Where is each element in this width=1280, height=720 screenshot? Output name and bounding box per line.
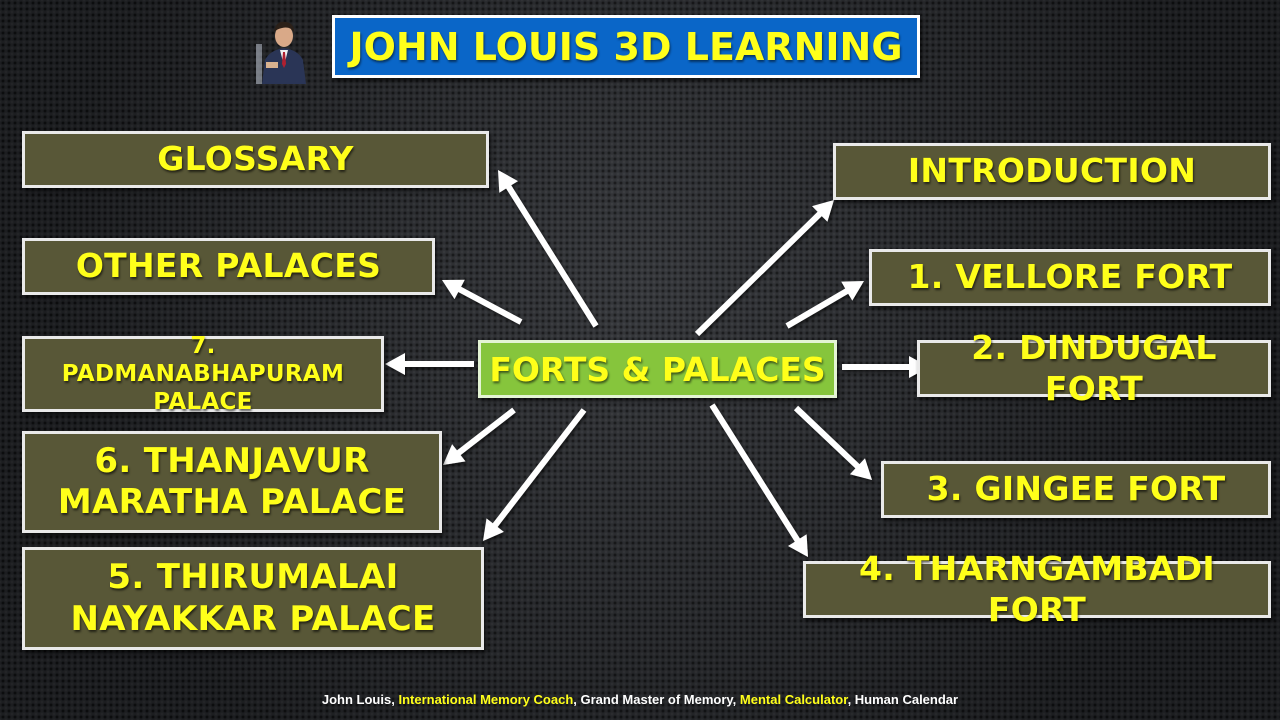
arrow-to-padmanabhapuram (385, 353, 474, 375)
footer-calculator: Mental Calculator (739, 692, 848, 707)
page-title: JOHN LOUIS 3D LEARNING (332, 15, 920, 78)
vellore-fort-label: 1. VELLORE FORT (907, 257, 1233, 297)
arrow-to-thirumalai (483, 408, 587, 541)
tharngambadi-fort-box[interactable]: 4. THARNGAMBADI FORT (803, 549, 1271, 629)
introduction-box[interactable]: INTRODUCTION (833, 143, 1271, 200)
introduction-label: INTRODUCTION (907, 151, 1197, 191)
presenter-avatar (256, 21, 306, 84)
thanjavur-palace-box[interactable]: 6. THANJAVUR MARATHA PALACE (22, 431, 442, 533)
other-palaces-label: OTHER PALACES (75, 246, 382, 286)
vellore-fort-box[interactable]: 1. VELLORE FORT (869, 249, 1271, 306)
other-palaces-box[interactable]: OTHER PALACES (22, 238, 435, 295)
arrow-to-other-palaces (442, 279, 523, 325)
gingee-fort-label: 3. GINGEE FORT (926, 469, 1226, 509)
arrow-to-thanjavur (443, 407, 516, 465)
footer-sep-1: , (391, 692, 399, 707)
arrow-to-gingee (793, 405, 872, 480)
glossary-box[interactable]: GLOSSARY (22, 131, 489, 188)
footer-sep-2: , Grand Master of Memory, (573, 692, 740, 707)
thanjavur-palace-label: 6. THANJAVUR MARATHA PALACE (57, 440, 407, 522)
padmanabhapuram-palace-box[interactable]: 7. PADMANABHAPURAM PALACE (22, 333, 384, 415)
arrow-to-dindugal (842, 356, 929, 378)
glossary-label: GLOSSARY (157, 139, 354, 179)
arrow-to-introduction (694, 200, 834, 337)
dindugal-fort-box[interactable]: 2. DINDUGAL FORT (917, 328, 1271, 408)
dindugal-fort-label: 2. DINDUGAL FORT (971, 328, 1217, 408)
forts-palaces-center-box[interactable]: FORTS & PALACES (478, 340, 837, 398)
gingee-fort-box[interactable]: 3. GINGEE FORT (881, 461, 1271, 518)
thirumalai-palace-label: 5. THIRUMALAI NAYAKKAR PALACE (70, 557, 436, 639)
thirumalai-palace-box[interactable]: 5. THIRUMALAI NAYAKKAR PALACE (22, 547, 484, 650)
tharngambadi-fort-label: 4. THARNGAMBADI FORT (858, 549, 1215, 629)
padmanabhapuram-palace-label: 7. PADMANABHAPURAM PALACE (61, 332, 345, 416)
arrow-to-tharngambadi (709, 403, 808, 557)
footer-coach: International Memory Coach (398, 692, 574, 707)
center-label: FORTS & PALACES (489, 349, 826, 389)
arrow-to-glossary (498, 170, 599, 328)
footer-sep-3: , Human Calendar (847, 692, 959, 707)
arrow-to-vellore (785, 281, 864, 329)
footer-name: John Louis (321, 692, 392, 707)
footer-credits: John Louis, International Memory Coach, … (0, 692, 1280, 707)
